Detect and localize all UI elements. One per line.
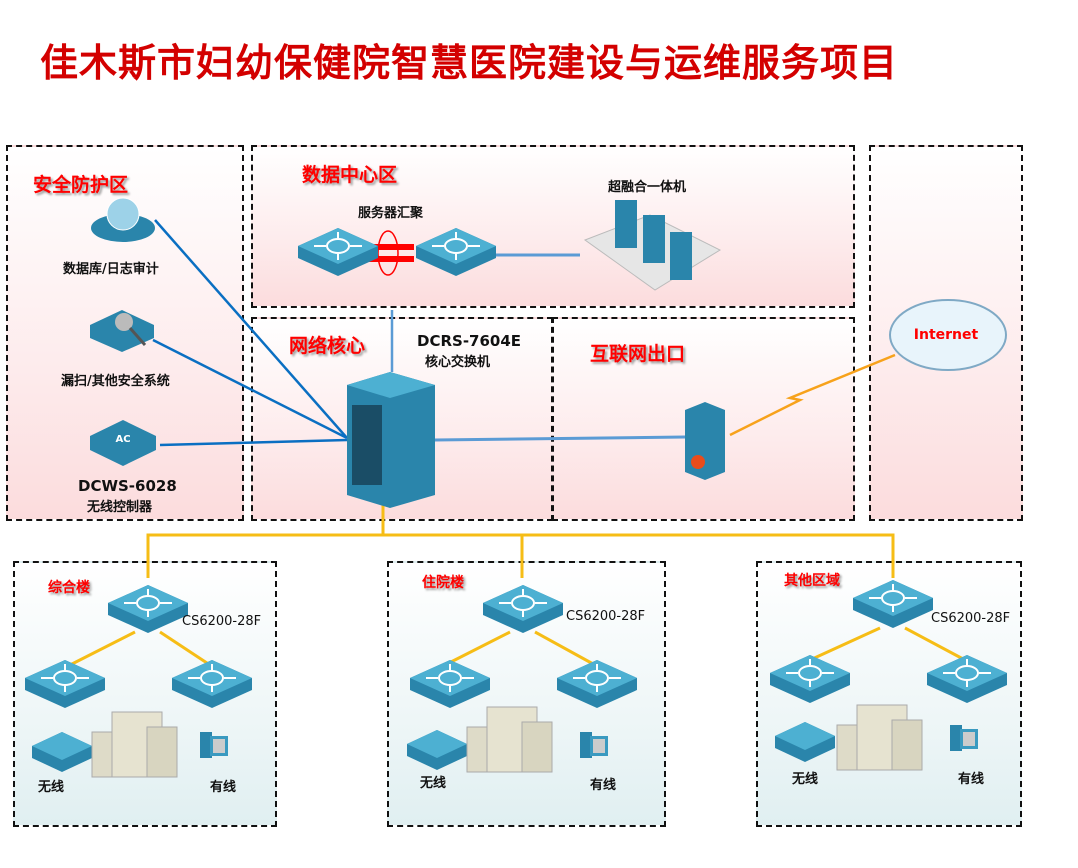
l3-switch-icon xyxy=(415,227,497,277)
l2-switch-icon xyxy=(24,659,106,709)
building-label: 其他区域 xyxy=(784,573,840,589)
l3-switch-icon xyxy=(482,584,564,634)
link-scan-core xyxy=(152,338,348,440)
hci-label: 超融合一体机 xyxy=(608,180,687,195)
netlog-icon xyxy=(90,310,154,352)
wireless-label: 无线 xyxy=(38,780,65,795)
db-audit-label: 数据库/日志审计 xyxy=(63,262,159,277)
l2-switch-icon xyxy=(171,659,253,709)
link-ac-core xyxy=(159,438,348,447)
l3-switch-icon xyxy=(297,227,379,277)
wired-label: 有线 xyxy=(210,780,237,795)
wlan-ap-icon xyxy=(407,730,467,770)
page-title: 佳木斯市妇幼保健院智慧医院建设与运维服务项目 xyxy=(40,41,899,85)
scan-label: 漏扫/其他安全系统 xyxy=(61,374,170,389)
building-label: 住院楼 xyxy=(422,575,464,591)
server-cluster-icon xyxy=(583,200,722,291)
switch-model: CS6200-28F xyxy=(182,614,262,629)
internet-label: Internet xyxy=(914,327,979,343)
pc-icon xyxy=(580,732,608,758)
controller-model: DCWS-6028 xyxy=(78,477,177,495)
pc-icon xyxy=(950,725,978,751)
wireless-label: 无线 xyxy=(420,776,447,791)
aggregation-label: 服务器汇聚 xyxy=(358,206,424,221)
core-model: DCRS-7604E xyxy=(417,332,522,350)
controller-name: 无线控制器 xyxy=(87,500,153,515)
switch-model: CS6200-28F xyxy=(566,609,646,624)
wlan-ap-icon xyxy=(775,722,835,762)
building-icon xyxy=(466,706,553,773)
l2-switch-icon xyxy=(926,654,1008,704)
internet-cloud-icon xyxy=(889,299,1007,371)
utm-firewall-icon xyxy=(685,402,725,480)
l2-switch-icon xyxy=(409,659,491,709)
zone-label-core: 网络核心 xyxy=(289,335,366,357)
links xyxy=(69,219,966,667)
svg-text:AC: AC xyxy=(115,434,130,445)
l3-switch-icon xyxy=(107,584,189,634)
audit-icon xyxy=(91,197,155,242)
core-name: 核心交换机 xyxy=(425,355,491,370)
wlan-ap-icon xyxy=(32,732,92,772)
wired-label: 有线 xyxy=(958,772,985,787)
l2-switch-icon xyxy=(556,659,638,709)
building-icon xyxy=(91,711,178,778)
wireless-label: 无线 xyxy=(792,772,819,787)
wireless-controller-icon: AC xyxy=(90,420,156,466)
link-core-utm xyxy=(434,435,686,442)
zone-label-egress: 互联网出口 xyxy=(590,343,686,365)
wired-label: 有线 xyxy=(590,778,617,793)
pc-icon xyxy=(200,732,228,758)
link-db-core xyxy=(154,219,348,439)
zone-label-security: 安全防护区 xyxy=(33,174,129,196)
l2-switch-icon xyxy=(769,654,851,704)
switch-model: CS6200-28F xyxy=(931,611,1011,626)
link-utm-internet xyxy=(729,353,896,437)
zone-datacenter xyxy=(251,145,855,308)
l3-switch-icon xyxy=(852,579,934,629)
core-switch-icon xyxy=(347,372,435,508)
zone-label-datacenter: 数据中心区 xyxy=(302,164,398,186)
building-icon xyxy=(836,704,923,771)
building-label: 综合楼 xyxy=(48,580,90,596)
